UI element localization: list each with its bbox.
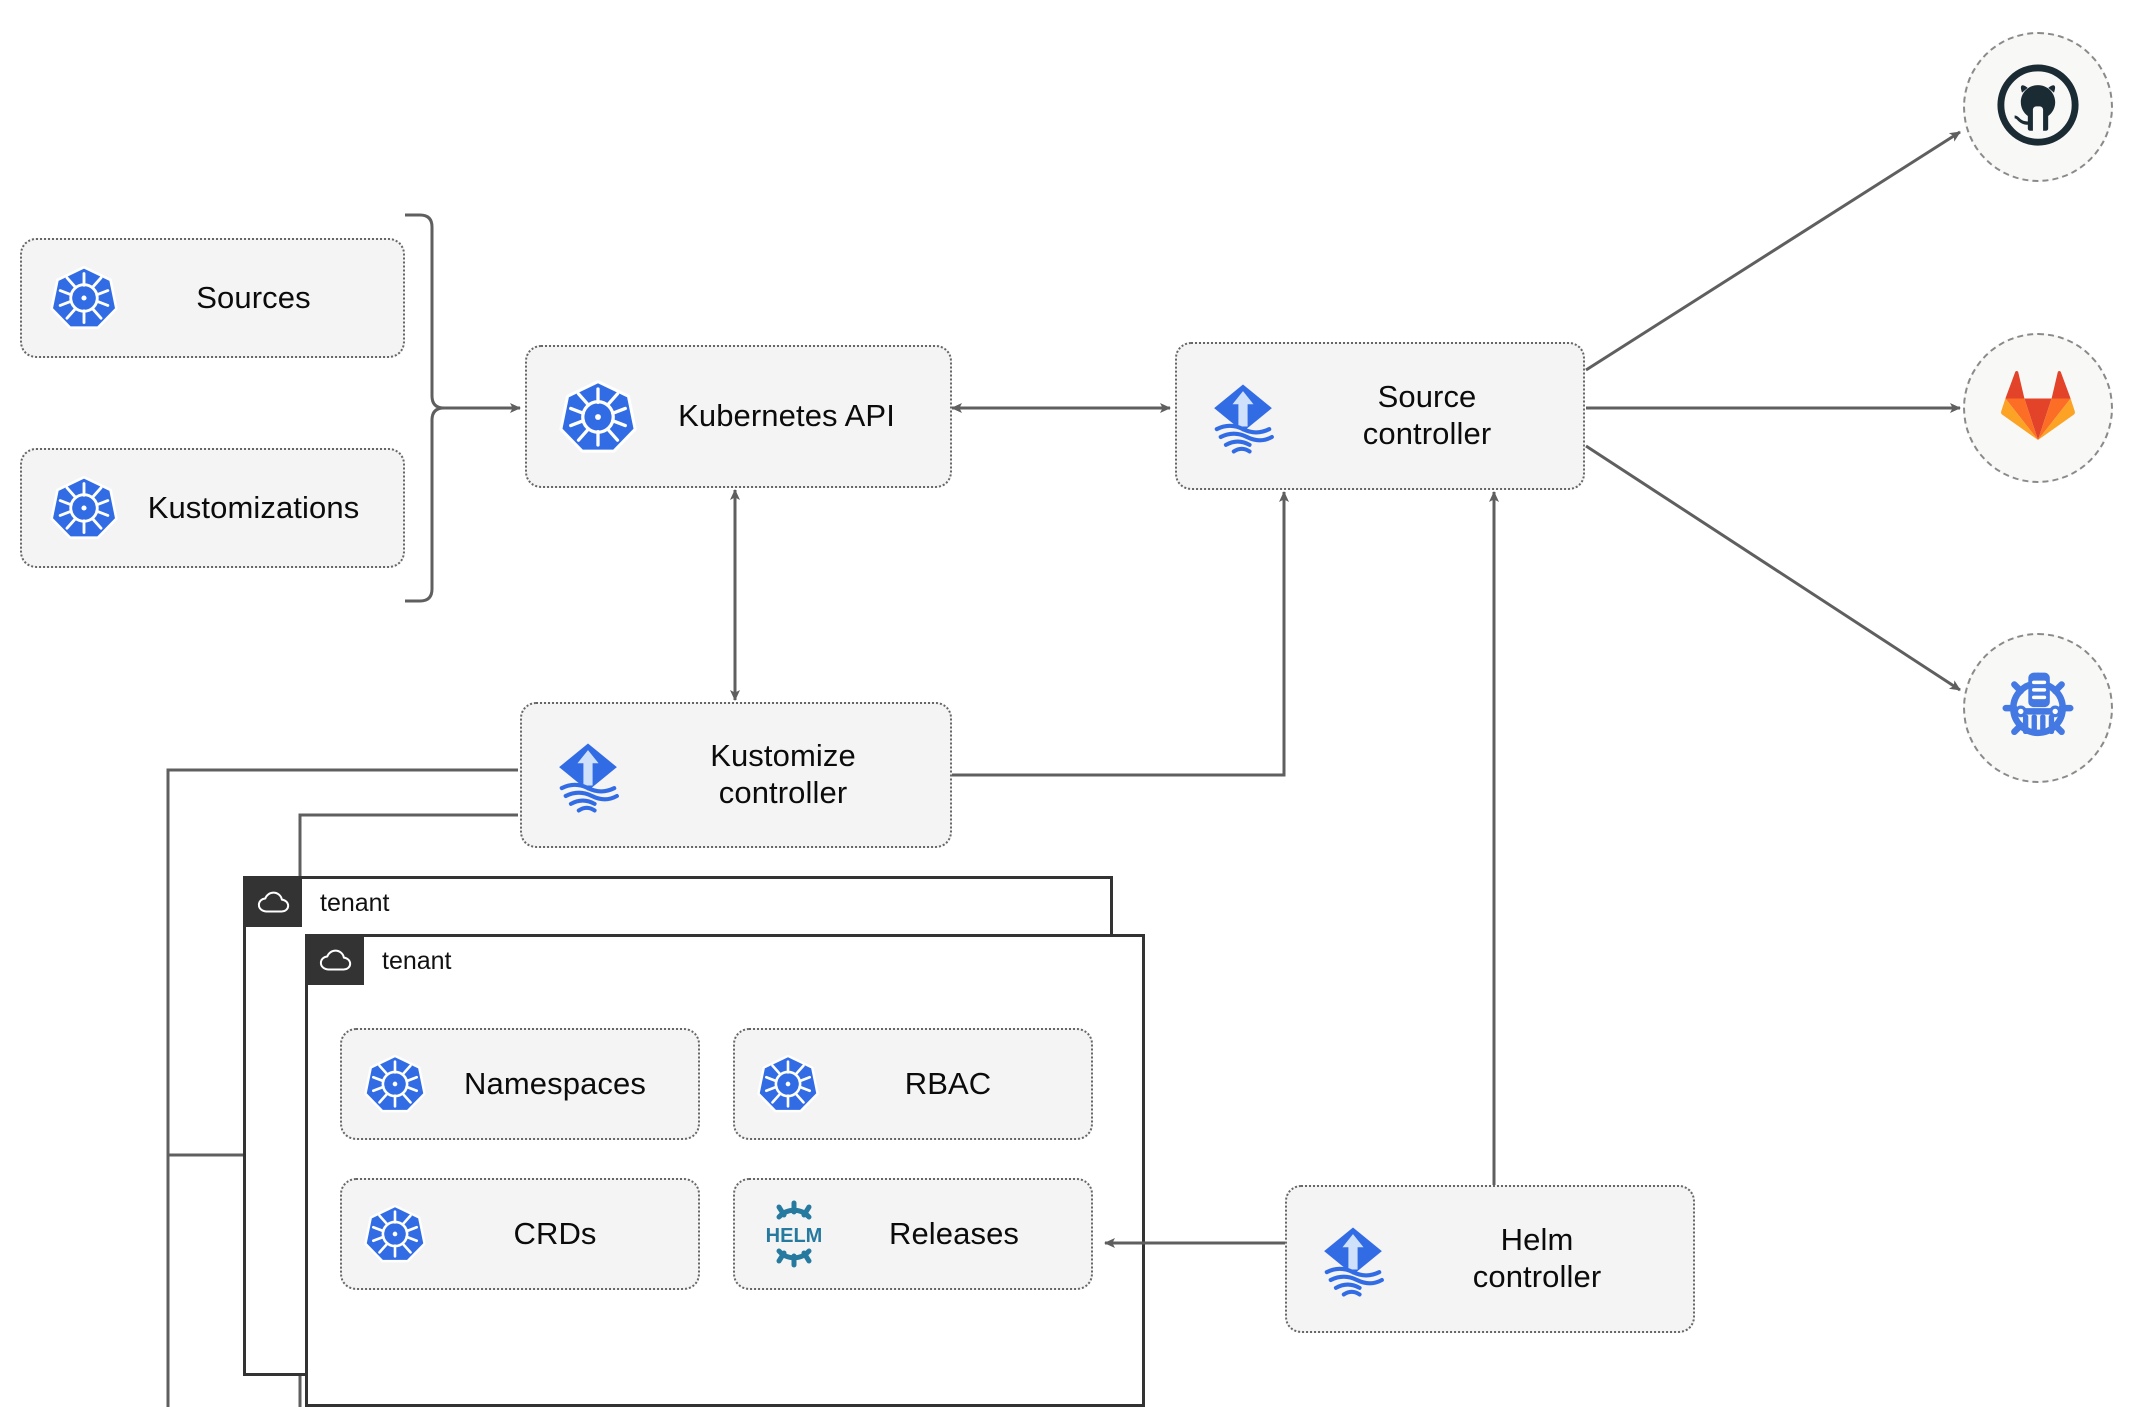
svg-text:HELM: HELM xyxy=(766,1225,823,1247)
node-label: CRDs xyxy=(513,1215,597,1251)
node-kubernetes-api[interactable]: Kubernetes API xyxy=(525,345,952,488)
tenant-titlebar: tenant xyxy=(308,937,452,985)
github-icon xyxy=(1994,61,2082,154)
helm-logo-icon: HELM xyxy=(757,1197,831,1271)
node-namespaces[interactable]: Namespaces xyxy=(340,1028,700,1140)
tenant-titlebar: tenant xyxy=(246,879,390,927)
tenant-label: tenant xyxy=(382,946,452,975)
node-source-controller[interactable]: Source controller xyxy=(1175,342,1585,490)
provider-gitlab[interactable] xyxy=(1963,333,2113,483)
tenant-label: tenant xyxy=(320,888,390,917)
node-label-line1: Helm xyxy=(1500,1222,1574,1258)
node-label: Releases xyxy=(888,1215,1020,1251)
cloud-icon xyxy=(308,937,364,985)
kubernetes-icon xyxy=(50,474,118,542)
node-crds[interactable]: CRDs xyxy=(340,1178,700,1290)
node-label: Helm controller xyxy=(1395,1222,1693,1295)
node-kustomizations[interactable]: Kustomizations xyxy=(20,448,405,568)
node-releases[interactable]: HELM Releases xyxy=(733,1178,1093,1290)
tenant-card-2[interactable]: tenant xyxy=(305,934,1145,1407)
node-label-line1: Source xyxy=(1377,379,1477,415)
kubernetes-icon xyxy=(559,378,637,456)
provider-github[interactable] xyxy=(1963,32,2113,182)
node-label: RBAC xyxy=(904,1065,992,1101)
node-label: Sources xyxy=(196,279,311,315)
kubernetes-icon xyxy=(757,1053,819,1115)
helm-repository-icon xyxy=(1995,663,2081,754)
node-label: Kustomizations xyxy=(147,489,360,525)
node-label: Source controller xyxy=(1285,379,1583,452)
flux-icon xyxy=(1311,1217,1395,1301)
node-kustomize-controller[interactable]: Kustomize controller xyxy=(520,702,952,848)
node-label: Kustomize controller xyxy=(630,738,950,811)
flux-icon xyxy=(1201,374,1285,458)
kubernetes-icon xyxy=(364,1203,426,1265)
node-sources[interactable]: Sources xyxy=(20,238,405,358)
node-label-line2: controller xyxy=(1472,1259,1602,1294)
node-label-line2: controller xyxy=(718,775,848,810)
kubernetes-icon xyxy=(364,1053,426,1115)
kubernetes-icon xyxy=(50,264,118,332)
gitlab-icon xyxy=(1998,368,2078,449)
flux-icon xyxy=(546,733,630,817)
node-label: Namespaces xyxy=(464,1065,646,1101)
cloud-icon xyxy=(246,879,302,927)
node-helm-controller[interactable]: Helm controller xyxy=(1285,1185,1695,1333)
node-label-line2: controller xyxy=(1362,416,1492,451)
node-label: Kubernetes API xyxy=(678,398,895,434)
provider-helm-repository[interactable] xyxy=(1963,633,2113,783)
node-label-line1: Kustomize xyxy=(710,738,856,774)
node-rbac[interactable]: RBAC xyxy=(733,1028,1093,1140)
